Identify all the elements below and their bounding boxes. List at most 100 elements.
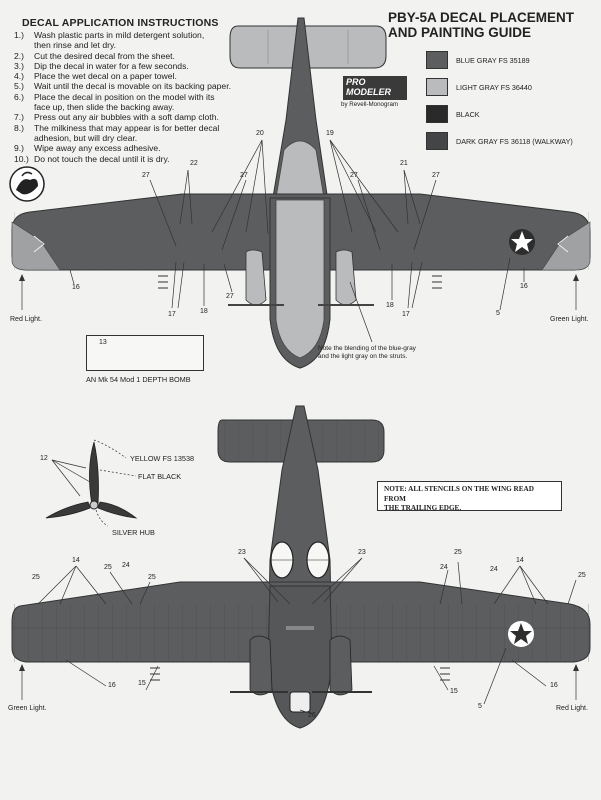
callout-number: 15 xyxy=(450,688,458,695)
callout-number: 24 xyxy=(490,566,498,573)
step-number: 10.) xyxy=(14,153,29,164)
step-text: The milkiness that may appear is for bet… xyxy=(34,122,220,133)
callout-number: 22 xyxy=(190,160,198,167)
step-text: Place the decal in position on the model… xyxy=(34,91,215,102)
callout-number: 26 xyxy=(308,712,316,719)
instruction-step: 9.) Wipe away any excess adhesive. xyxy=(14,143,314,153)
bomb-number: 13 xyxy=(99,339,107,346)
step-number: 5.) xyxy=(14,81,25,92)
top-tailplane xyxy=(229,25,387,69)
legend-item: DARK GRAY FS 36118 (WALKWAY) xyxy=(426,128,573,154)
legend-swatch xyxy=(426,78,448,96)
step-number: 4.) xyxy=(14,71,25,82)
bottom-light-right: Red Light. xyxy=(556,705,588,712)
step-number: 8.) xyxy=(14,122,25,133)
callout-number: 25 xyxy=(104,564,112,571)
callout-number: 20 xyxy=(256,130,264,137)
propeller-drawing xyxy=(45,439,138,527)
instruction-step: 1.)Wash plastic parts in mild detergent … xyxy=(14,30,314,40)
guide-title-line1: PBY-5A DECAL PLACEMENT xyxy=(388,10,575,25)
step-number xyxy=(14,40,34,50)
step-text: Press out any air bubbles with a soft da… xyxy=(34,112,219,123)
legend-swatch xyxy=(426,105,448,123)
step-text: face up, then slide the backing away. xyxy=(34,102,175,113)
pro-modeler-logo: PRO MODELER by Revell-Monogram xyxy=(339,76,413,112)
step-text: adhesion, but will dry clear. xyxy=(34,132,138,143)
bottom-light-left: Green Light. xyxy=(8,705,47,712)
bottom-view-aircraft xyxy=(11,405,591,729)
stencil-note-line1: NOTE: ALL STENCILS ON THE WING READ FROM xyxy=(384,485,534,503)
step-number xyxy=(14,133,34,143)
legend-label: LIGHT GRAY FS 36440 xyxy=(456,82,532,92)
legend-item: BLUE GRAY FS 35189 xyxy=(426,47,573,73)
logo-line2: MODELER xyxy=(346,87,391,97)
callout-number: 25 xyxy=(578,572,586,579)
legend-item: LIGHT GRAY FS 36440 xyxy=(426,74,573,100)
callout-number: 14 xyxy=(72,557,80,564)
step-text: Place the wet decal on a paper towel. xyxy=(34,71,177,82)
instruction-step: 7.)Press out any air bubbles with a soft… xyxy=(14,112,314,122)
legend-label: BLACK xyxy=(456,109,480,119)
step-number: 9.) xyxy=(14,143,25,154)
callout-number: 19 xyxy=(326,130,334,137)
callout-number: 18 xyxy=(200,308,208,315)
callout-number: 21 xyxy=(400,160,408,167)
step-text: Wipe away any excess adhesive. xyxy=(34,143,161,154)
callout-number: 16 xyxy=(550,682,558,689)
step-number: 2.) xyxy=(14,50,25,61)
legend-label: BLUE GRAY FS 35189 xyxy=(456,55,530,65)
stencil-note-line2: THE TRAILING EDGE. xyxy=(384,504,462,512)
logo-badge: PRO MODELER xyxy=(343,76,407,100)
callout-number: 24 xyxy=(122,562,130,569)
top-note-line1: Note the blending of the blue-gray xyxy=(318,345,416,352)
callout-number: 25 xyxy=(148,574,156,581)
legend-item: BLACK xyxy=(426,101,573,127)
top-view-aircraft xyxy=(11,17,591,369)
step-text: Wait until the decal is movable on its b… xyxy=(34,81,231,92)
step-text: Dip the decal in water for a few seconds… xyxy=(34,60,189,71)
instruction-step: 10.) Do not touch the decal until it is d… xyxy=(14,154,314,164)
callout-number: 17 xyxy=(168,311,176,318)
callout-number: 16 xyxy=(72,284,80,291)
squadron-emblem xyxy=(9,166,45,202)
bomb-caption: AN Mk 54 Mod 1 DEPTH BOMB xyxy=(86,375,191,384)
instruction-step: 8.) The milkiness that may appear is for … xyxy=(14,123,314,133)
step-text: Cut the desired decal from the sheet. xyxy=(34,50,175,61)
step-number xyxy=(14,102,34,112)
top-light-right: Green Light. xyxy=(550,316,589,323)
instruction-step: adhesion, but will dry clear. xyxy=(14,133,314,143)
callout-number: 25 xyxy=(454,549,462,556)
instruction-step: 5.) Wait until the decal is movable on it… xyxy=(14,81,314,91)
instruction-step: 2.) Cut the desired decal from the sheet. xyxy=(14,51,314,61)
callout-number: 23 xyxy=(358,549,366,556)
legend-swatch xyxy=(426,51,448,69)
step-number: 3.) xyxy=(14,60,25,71)
step-text: Do not touch the decal until it is dry. xyxy=(34,153,170,164)
step-number: 6.) xyxy=(14,91,25,102)
instructions-list: 1.)Wash plastic parts in mild detergent … xyxy=(14,30,314,164)
callout-number: 5 xyxy=(496,310,500,317)
callout-number: 23 xyxy=(238,549,246,556)
callout-number: 27 xyxy=(142,172,150,179)
step-text: then rinse and let dry. xyxy=(34,40,117,51)
callout-number: 17 xyxy=(402,311,410,318)
instruction-step: face up, then slide the backing away. xyxy=(14,102,314,112)
step-text: Wash plastic parts in mild detergent sol… xyxy=(34,30,205,40)
instruction-step: then rinse and let dry. xyxy=(14,40,314,50)
instruction-step: 3.) Dip the decal in water for a few seco… xyxy=(14,61,314,71)
top-note-line2: and the light gray on the struts. xyxy=(318,353,408,360)
callout-number: 16 xyxy=(520,283,528,290)
legend-swatch xyxy=(426,132,448,150)
logo-by: by Revell-Monogram xyxy=(341,101,399,108)
logo-line1: PRO xyxy=(346,77,366,87)
instructions-title: DECAL APPLICATION INSTRUCTIONS xyxy=(22,17,219,29)
prop-yellow-label: YELLOW FS 13538 xyxy=(130,454,195,463)
callout-number: 27 xyxy=(350,172,358,179)
callout-number: 14 xyxy=(516,557,524,564)
top-light-left: Red Light. xyxy=(10,316,42,323)
guide-title-line2: AND PAINTING GUIDE xyxy=(388,25,532,40)
prop-hub-label: SILVER HUB xyxy=(112,528,155,537)
top-note: Note the blending of the blue-gray and t… xyxy=(318,345,416,361)
